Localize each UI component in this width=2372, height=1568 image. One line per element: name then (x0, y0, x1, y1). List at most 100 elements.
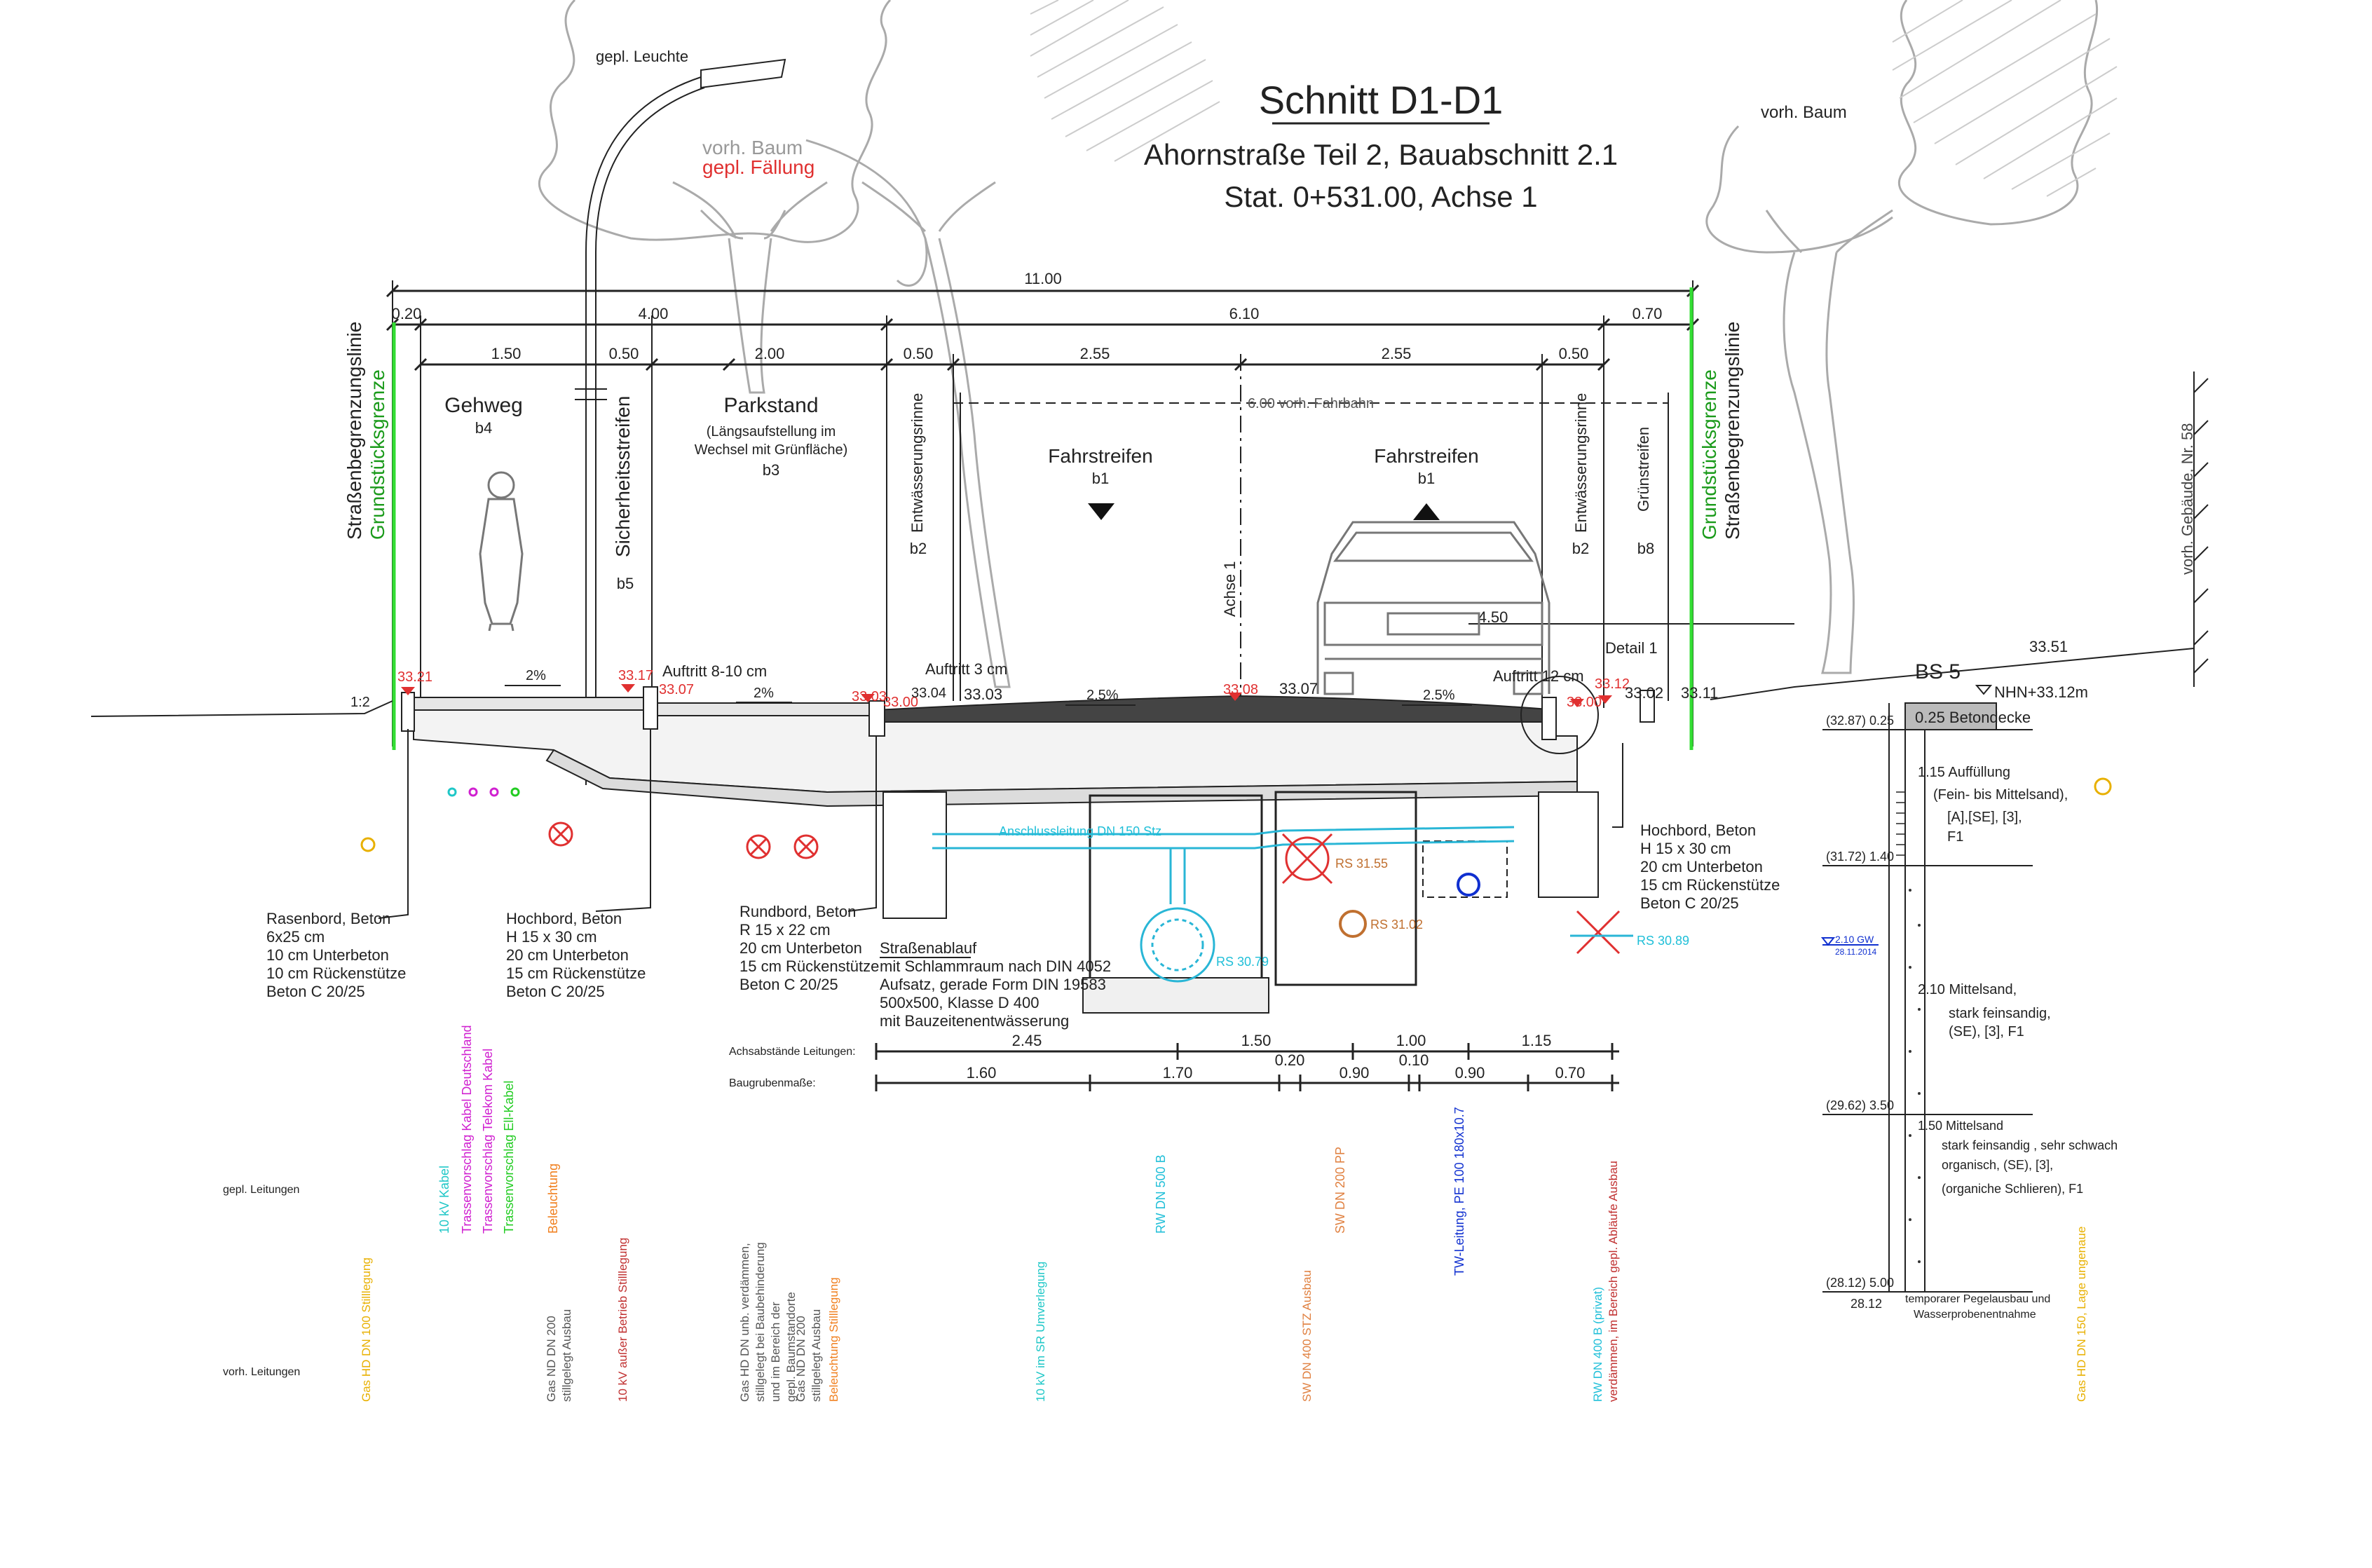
hochbord-r-line-4: 15 cm Rückenstütze (1640, 876, 1780, 894)
elev-3311: 33.11 (1681, 684, 1718, 702)
borehole-footer2: Wasserprobenentnahme (1914, 1309, 2036, 1321)
zone-entw-right: Entwässerungsrinne (1572, 393, 1590, 533)
gepl-leitungen-label: gepl. Leitungen (223, 1184, 299, 1196)
pipe-sw-400-removed (1281, 833, 1333, 885)
elev-3307a: 33.07 (659, 682, 694, 697)
vorh-utility-11: Beleuchtung Stilllegung (827, 1277, 840, 1402)
rasenbord-line-4: 10 cm Rückenstütze (266, 964, 406, 982)
zone-parkstand-sub1: (Längsaufstellung im (707, 424, 836, 439)
gepl-10kv-kabel: 10 kV Kabel (437, 1166, 451, 1234)
elev-3308: 33.08 (1223, 682, 1258, 697)
elev-3302: 33.02 (1625, 684, 1663, 702)
ablauf-line-1: Straßenablauf (880, 939, 977, 957)
drawing-subtitle: Ahornstraße Teil 2, Bauabschnitt 2.1 (1144, 138, 1618, 171)
gepl-sw-dn200: SW DN 200 PP (1333, 1147, 1347, 1234)
detail-circle (1520, 676, 1599, 754)
elev-3321: 33.21 (397, 669, 432, 685)
gepl-tw-leitung: TW-Leitung, PE 100 180x10.7 (1452, 1107, 1466, 1276)
curb-rasenbord (401, 692, 415, 732)
ablauf-line-2: mit Schlammraum nach DIN 4052 (880, 957, 1111, 975)
achs-value-4: 1.15 (1522, 1032, 1552, 1049)
layer4-line3: organisch, (SE), [3], (1942, 1158, 2053, 1172)
tree-hatching-right (1892, 0, 2118, 197)
zone-sicherheit-code: b5 (617, 575, 634, 592)
hochbord-r-line-1: Hochbord, Beton (1640, 822, 1756, 839)
car-rear (1316, 521, 1550, 695)
anschluss-pipe-down (1169, 848, 1186, 904)
zone-gruen: Grünstreifen (1635, 427, 1652, 512)
layer3-line2: stark feinsandig, (1949, 1006, 2051, 1021)
label-rs3079: RS 30.79 (1216, 955, 1269, 969)
tree-right (1705, 0, 2098, 674)
vorh-utility-2: Gas ND DN 200 (545, 1316, 558, 1402)
dim-row2-1: 0.20 (392, 305, 422, 322)
gepl-rw-dn500: RW DN 500 B (1154, 1154, 1168, 1234)
rundbord-line-3: 20 cm Unterbeton (739, 939, 862, 957)
ablauf-line-5: mit Bauzeitenentwässerung (880, 1012, 1069, 1030)
gepl-telekom-kabel: Trassenvorschlag Telekom Kabel (481, 1049, 495, 1234)
vorh-utility-12: 10 kV im SR Umverlegung (1034, 1262, 1047, 1402)
pipe-rw-500-inner (1151, 918, 1204, 972)
slope-2: 2% (754, 686, 774, 701)
borehole-name: BS 5 (1915, 660, 1961, 683)
label-achse: Achse 1 (1221, 561, 1239, 618)
hochbord-l-line-5: Beton C 20/25 (506, 983, 605, 1000)
hochbord-l-line-2: H 15 x 30 cm (506, 928, 597, 946)
zone-fahr-left: Fahrstreifen (1048, 445, 1152, 467)
drawing-station: Stat. 0+531.00, Achse 1 (1224, 180, 1537, 213)
slope-4: 2.5% (1423, 688, 1455, 703)
hochbord-l-line-1: Hochbord, Beton (506, 910, 622, 927)
direction-down-arrow (1088, 503, 1115, 520)
zone-sicherheit: Sicherheitsstreifen (612, 396, 634, 557)
dim-total: 11.00 (1024, 270, 1061, 287)
gepl-beleuchtung: Beleuchtung (546, 1164, 560, 1234)
borehole-footer1: temporarer Pegelausbau und (1905, 1293, 2050, 1305)
callout-leaders (378, 729, 1623, 919)
vorh-utility-8: gepl. Baumstandorte (784, 1292, 798, 1402)
curb-hochbord-right (1541, 697, 1557, 740)
tree-left (538, 0, 1011, 688)
rundbord-line-2: R 15 x 22 cm (739, 921, 831, 939)
label-strassenbegrenzung-right: Straßenbegrenzungslinie (1722, 322, 1743, 540)
dimension-lines (386, 280, 1794, 746)
hochbord-l-line-3: 20 cm Unterbeton (506, 946, 629, 964)
elev-3303b: 33.03 (964, 686, 1002, 703)
vorh-utility-16: Gas HD DN 150, Lage ungenaue (2075, 1227, 2088, 1402)
callout-rasenbord: Rasenbord, Beton 6x25 cm 10 cm Unterbeto… (266, 910, 406, 1000)
zone-entw-left-code: b2 (910, 540, 927, 557)
slope-3: 2.5% (1086, 688, 1119, 703)
felling-label: gepl. Fällung (702, 156, 814, 178)
rasenbord-line-1: Rasenbord, Beton (266, 910, 390, 927)
zone-entw-right-code: b2 (1572, 540, 1589, 557)
layer-gehweg-paving (413, 697, 653, 711)
elev-3300a: 33.00 (883, 695, 918, 710)
elev-3303: 33.03 (852, 689, 887, 704)
curb-hochbord-left (643, 686, 658, 730)
groundwater-date: 28.11.2014 (1835, 947, 1876, 957)
dim-row3-4: 0.50 (904, 345, 934, 362)
label-strassenbegrenzung-left: Straßenbegrenzungslinie (343, 322, 365, 540)
layer1-text: 0.25 Betondecke (1915, 709, 2031, 726)
label-detail: Detail 1 (1605, 639, 1658, 657)
layer4-line4: (organiche Schlieren), F1 (1942, 1182, 2083, 1196)
vorh-utility-15: verdämmen, im Bereich gepl. Abläufe Ausb… (1607, 1161, 1620, 1402)
dim-row3-6: 2.55 (1382, 345, 1412, 362)
elev-3307b: 33.07 (1279, 680, 1318, 697)
rundbord-line-4: 15 cm Rückenstütze (739, 957, 879, 975)
valve-box (1422, 840, 1508, 898)
zone-gehweg-code: b4 (475, 419, 492, 437)
elev-3300b: 33.00 (1567, 695, 1602, 710)
pedestrian-figure (479, 471, 524, 632)
tree-right-label: vorh. Baum (1761, 103, 1847, 122)
dim-row3-5: 2.55 (1080, 345, 1110, 362)
layer2-line4: F1 (1947, 829, 1963, 845)
slope-1: 2% (526, 668, 546, 683)
layer4-top: (28.12) 5.00 (1826, 1276, 1894, 1290)
dim-row3-1: 1.50 (491, 345, 522, 362)
vorh-utility-7: und im Bereich der (769, 1302, 782, 1402)
gepl-kabel-deutschland: Trassenvorschlag Kabel Deutschland (460, 1025, 474, 1234)
rasenbord-line-2: 6x25 cm (266, 928, 325, 946)
vorh-utility-6: stillgelegt bei Baubehinderung (754, 1242, 767, 1402)
bau-value-2: 1.70 (1163, 1064, 1193, 1082)
